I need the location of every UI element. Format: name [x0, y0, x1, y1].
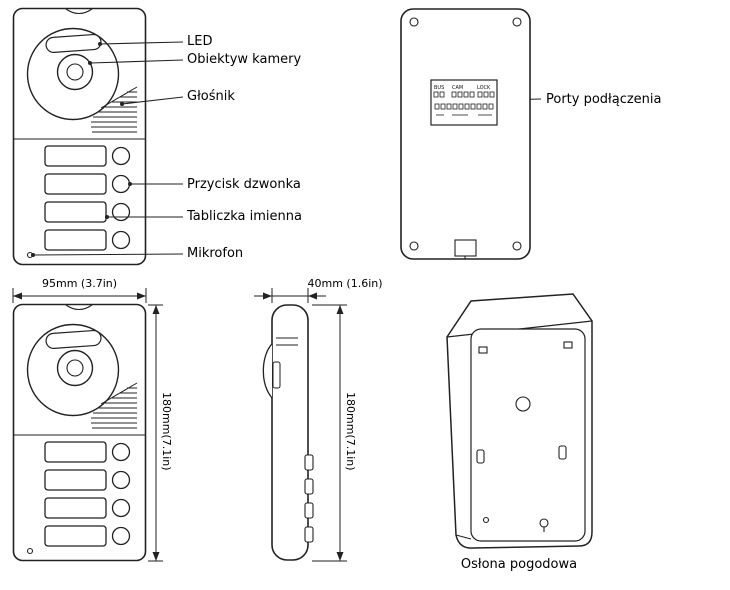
weather-cover [446, 293, 593, 549]
front-view-dimensioned [12, 303, 147, 562]
dimension-front-height [148, 304, 163, 562]
dimension-text-front-width: 95mm (3.7in) [41, 277, 118, 290]
front-view-top [12, 7, 147, 266]
dimension-text-front-height: 180mm(7.1in) [160, 392, 173, 471]
back-view: BUS CAM LOCK [400, 8, 531, 260]
cover-back-plate [470, 328, 586, 542]
cover-mounting-holes [476, 341, 573, 532]
label-microphone: Mikrofon [187, 246, 244, 261]
label-led: LED [187, 34, 213, 49]
terminal-block: BUS CAM LOCK [430, 79, 498, 126]
terminal-pins [433, 91, 495, 110]
dimension-side-height [312, 304, 347, 562]
screw-holes [409, 17, 522, 251]
terminal-label-lock: LOCK [477, 85, 491, 91]
label-bell-button: Przycisk dzwonka [187, 177, 301, 192]
label-name-plate: Tabliczka imienna [187, 209, 302, 224]
terminal-label-cam: CAM [452, 85, 463, 91]
side-buttons [304, 454, 314, 543]
side-view [262, 304, 314, 561]
caption-weather-cover: Osłona pogodowa [460, 557, 578, 572]
terminal-label-bus: BUS [434, 85, 444, 91]
label-ports: Porty podłączenia [546, 92, 662, 107]
camera-bump [262, 343, 273, 399]
dimension-front-width [12, 288, 147, 303]
dimension-side-width [254, 288, 326, 303]
dimension-text-side-width: 40mm (1.6in) [307, 277, 383, 290]
dimension-text-side-height: 180mm(7.1in) [344, 392, 357, 471]
label-speaker: Głośnik [187, 89, 235, 104]
label-camera-lens: Obiektyw kamery [187, 52, 302, 67]
